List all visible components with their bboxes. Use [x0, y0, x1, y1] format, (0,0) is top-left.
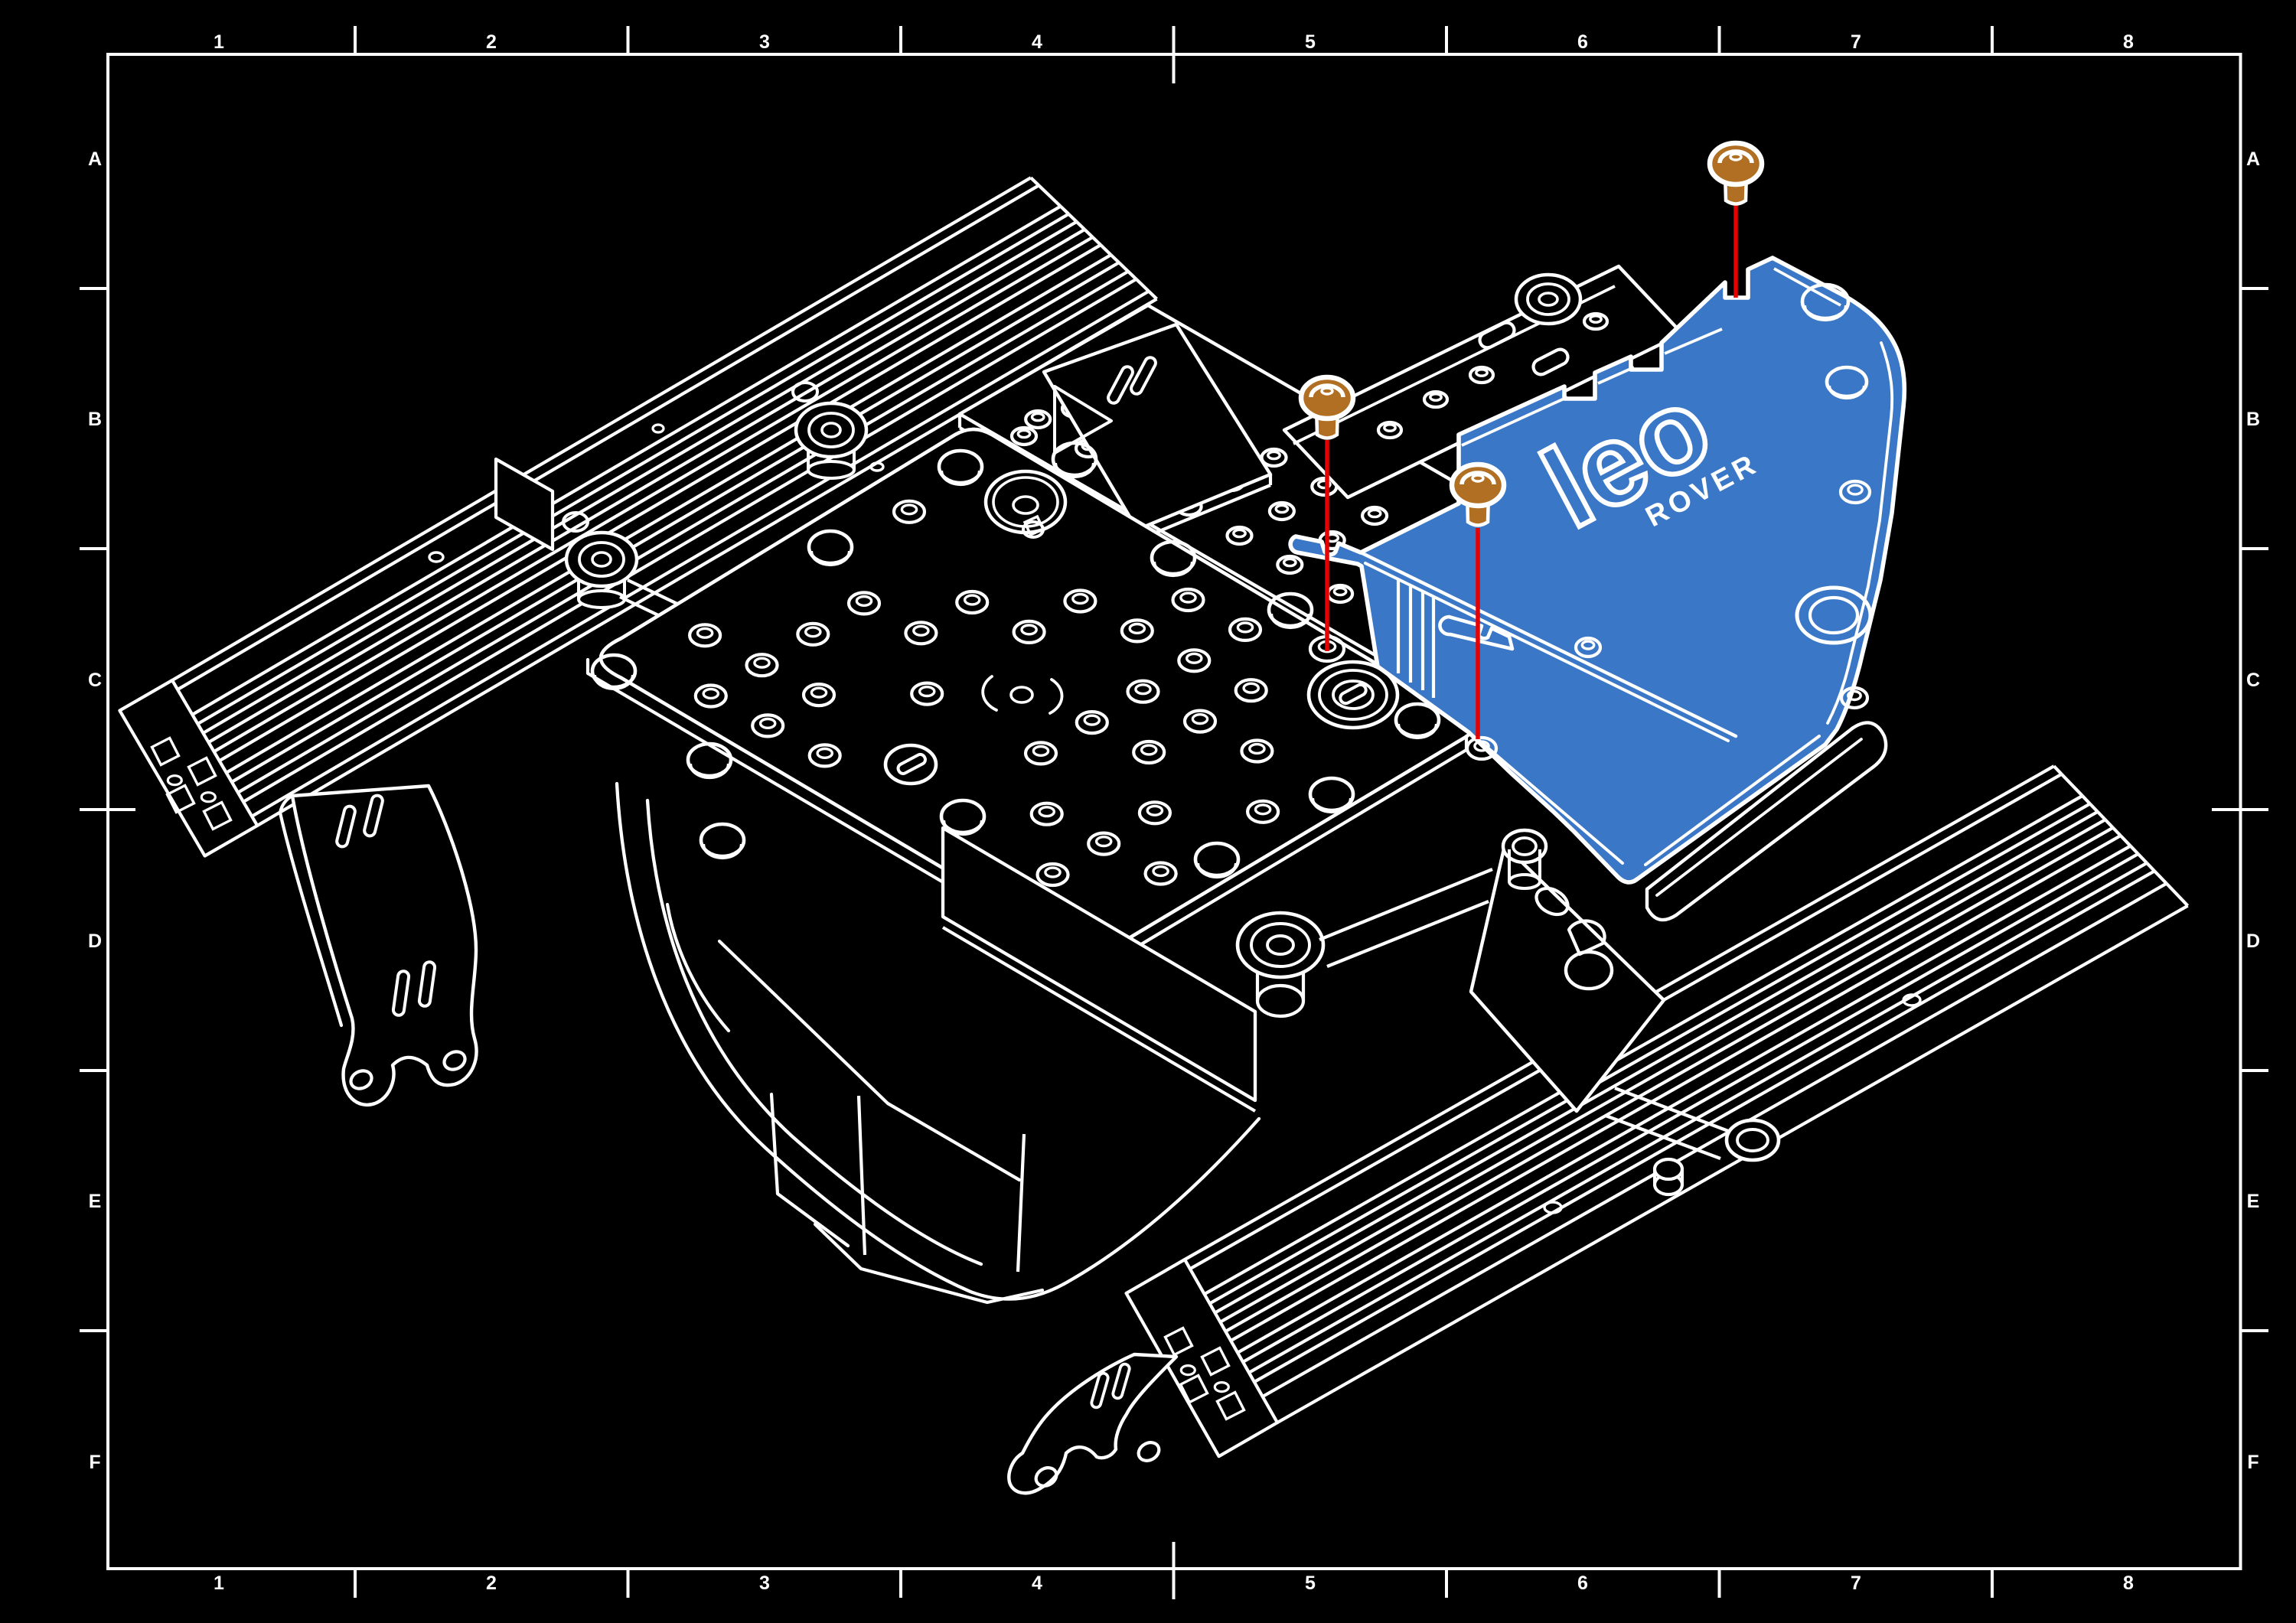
svg-text:3: 3 [759, 1572, 770, 1594]
svg-text:1: 1 [214, 31, 224, 53]
svg-text:7: 7 [1851, 1572, 1861, 1594]
svg-text:6: 6 [1577, 1572, 1588, 1594]
svg-text:E: E [2247, 1191, 2260, 1212]
svg-text:5: 5 [1305, 1572, 1316, 1594]
svg-text:2: 2 [486, 31, 497, 53]
svg-text:C: C [88, 670, 102, 691]
svg-text:D: D [88, 930, 102, 952]
svg-text:7: 7 [1851, 31, 1861, 53]
svg-text:F: F [2247, 1452, 2258, 1473]
svg-text:1: 1 [214, 1572, 224, 1594]
svg-text:8: 8 [2123, 31, 2134, 53]
svg-text:D: D [2246, 930, 2260, 952]
svg-text:B: B [2246, 409, 2260, 430]
svg-text:F: F [89, 1452, 100, 1473]
svg-text:6: 6 [1577, 31, 1588, 53]
svg-text:8: 8 [2123, 1572, 2134, 1594]
svg-text:2: 2 [486, 1572, 497, 1594]
svg-text:A: A [88, 148, 102, 170]
svg-text:4: 4 [1032, 31, 1042, 53]
svg-text:3: 3 [759, 31, 770, 53]
svg-text:B: B [88, 409, 102, 430]
svg-text:E: E [89, 1191, 102, 1212]
svg-text:4: 4 [1032, 1572, 1042, 1594]
svg-text:A: A [2246, 148, 2260, 170]
svg-text:5: 5 [1305, 31, 1316, 53]
svg-text:C: C [2246, 670, 2260, 691]
